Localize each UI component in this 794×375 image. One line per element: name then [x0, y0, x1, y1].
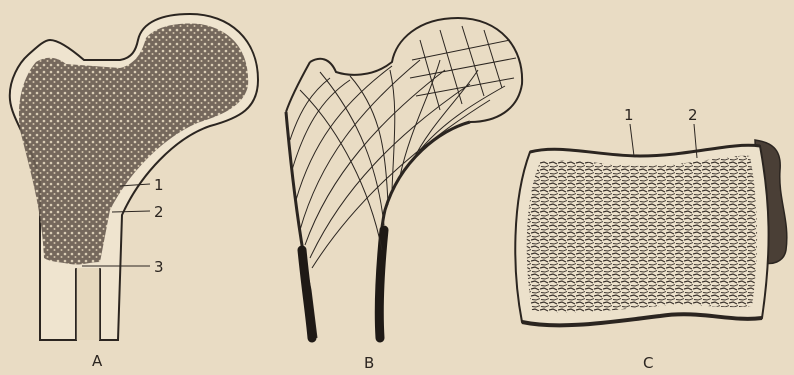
tension-trajectories — [300, 60, 505, 250]
caption-b: B — [364, 354, 374, 372]
leader-line-c1 — [630, 124, 634, 156]
caption-c: C — [643, 354, 653, 372]
femur-b-shaft-left — [302, 250, 312, 338]
marker-c-1: 1 — [624, 106, 634, 124]
marker-a-2: 2 — [154, 203, 164, 221]
panel-a-femur-section: 1 2 3 A — [10, 14, 258, 370]
marker-a-1: 1 — [154, 176, 164, 194]
femur-b-cortex-right — [379, 122, 470, 338]
panel-b-trajectory-schema: B — [286, 18, 522, 372]
marker-a-3: 3 — [154, 258, 164, 276]
caption-a: A — [92, 352, 103, 370]
panel-c-vertebral-body: 1 2 C — [515, 106, 787, 372]
vertebra-spongy-bone — [527, 156, 757, 313]
head-trabecular-grid — [410, 26, 516, 110]
femur-b-outline — [310, 18, 522, 122]
marker-c-2: 2 — [688, 106, 698, 124]
femur-a-medullary-canal — [76, 268, 100, 340]
compression-trajectories — [290, 60, 490, 268]
